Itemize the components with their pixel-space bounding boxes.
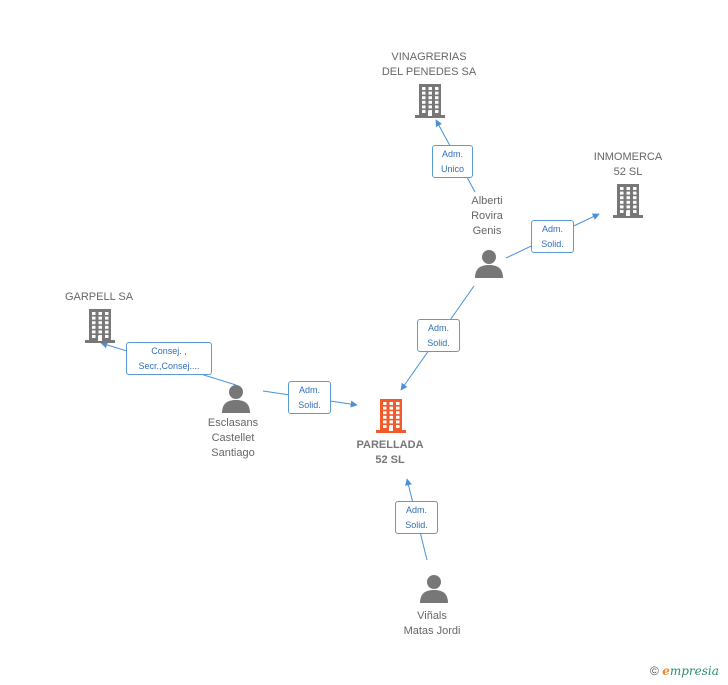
edge-label-line: Solid. (405, 520, 428, 530)
edge-label-line: Adm. (427, 323, 449, 333)
building-icon[interactable] (415, 84, 447, 123)
node-label-line: Esclasans (207, 417, 259, 429)
node-label-line: Matas Jordi (403, 625, 461, 637)
edge-label-alberti-to-inmomerca[interactable]: Adm. Solid. (531, 220, 574, 253)
node-label-inmomerca[interactable]: INMOMERCA 52 SL (594, 150, 662, 180)
edge-label-esclasans-to-garpell[interactable]: Consej. , Secr.,Consej.... (126, 342, 212, 375)
edge-label-line: Adm. (441, 149, 463, 159)
node-label-line: Santiago (211, 447, 255, 459)
brand-logo: empresia (662, 664, 719, 678)
edge-label-esclasans-to-parellada[interactable]: Adm. Solid. (288, 381, 331, 414)
copyright-symbol: © (650, 664, 659, 678)
node-label-line: VINAGRERIAS (391, 51, 467, 63)
edge-label-line: Solid. (298, 400, 321, 410)
node-label-line: DEL PENEDES SA (381, 66, 477, 78)
node-label-line: INMOMERCA (593, 151, 663, 163)
edge-label-line: Unico (440, 164, 464, 174)
node-label-line: GARPELL SA (64, 291, 134, 303)
node-label-garpell[interactable]: GARPELL SA (65, 290, 133, 305)
edge-label-line: Adm. (405, 505, 427, 515)
node-label-line: Viñals (417, 610, 447, 622)
person-icon[interactable] (419, 573, 449, 608)
building-icon[interactable] (376, 399, 408, 438)
node-label-line: Genis (472, 225, 502, 237)
edge-label-vinals-to-parellada[interactable]: Adm. Solid. (395, 501, 438, 534)
node-label-vinagrerias[interactable]: VINAGRERIAS DEL PENEDES SA (382, 50, 476, 80)
building-icon[interactable] (613, 184, 645, 223)
node-label-line: 52 SL (375, 454, 405, 466)
edge-label-line: Consej. , (151, 346, 187, 356)
edge-label-line: Adm. (541, 224, 563, 234)
building-icon[interactable] (85, 309, 117, 348)
footer-brand: © empresia (650, 664, 719, 678)
edge-label-line: Solid. (541, 239, 564, 249)
brand-initial: e (662, 664, 670, 678)
node-label-line: Rovira (471, 210, 503, 222)
node-label-line: 52 SL (613, 166, 643, 178)
edge-label-line: Solid. (427, 338, 450, 348)
edge-label-line: Secr.,Consej.... (138, 361, 200, 371)
node-label-line: Castellet (211, 432, 255, 444)
brand-name: mpresia (669, 664, 719, 678)
edge-label-alberti-to-parellada[interactable]: Adm. Solid. (417, 319, 460, 352)
edge-label-line: Adm. (298, 385, 320, 395)
person-icon[interactable] (221, 383, 251, 418)
node-label-parellada[interactable]: PARELLADA 52 SL (356, 438, 423, 468)
node-label-line: PARELLADA (356, 439, 424, 451)
edge-label-alberti-to-vinagrerias[interactable]: Adm. Unico (432, 145, 473, 178)
node-label-line: Alberti (471, 195, 503, 207)
person-icon[interactable] (474, 248, 504, 283)
